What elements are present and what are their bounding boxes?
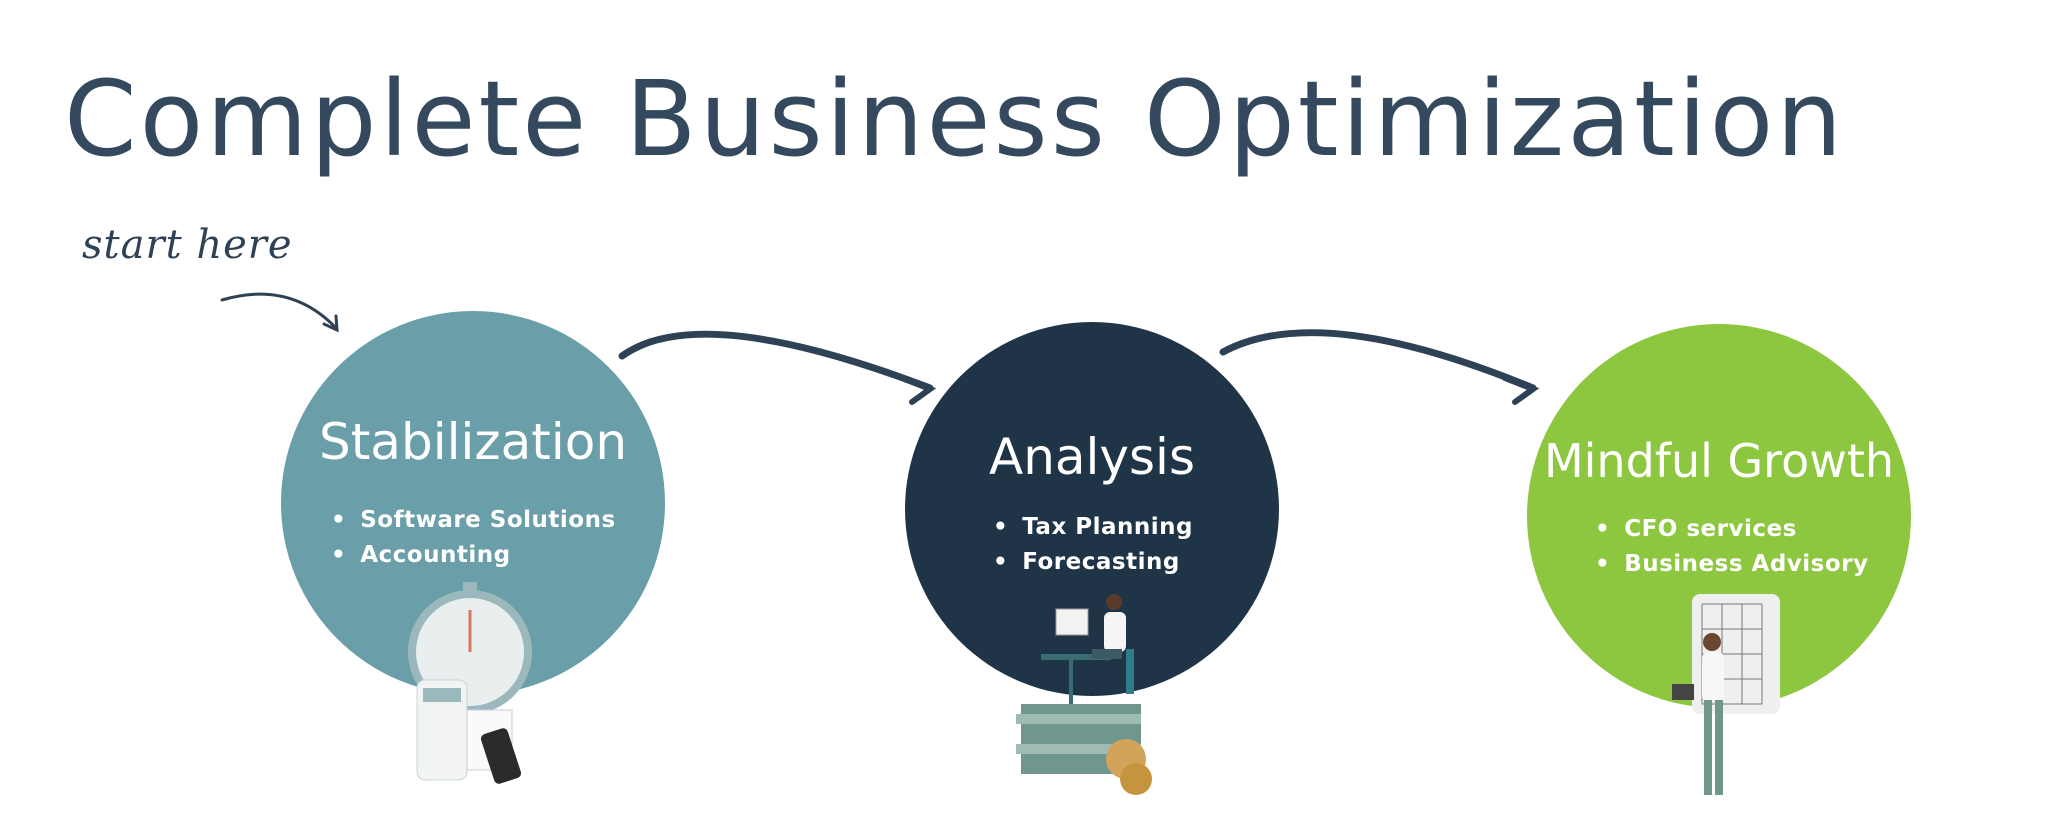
stage-items: CFO services Business Advisory [1595,512,1869,582]
person-at-whiteboard-icon [1672,594,1780,795]
arrow-stabilization-to-analysis-icon [618,330,937,405]
stopwatch-calculator-icon [408,582,532,784]
stage-title: Stabilization [318,413,628,471]
start-here-note: start here [82,222,293,268]
start-arrow-icon [220,292,339,333]
stage-title: Mindful Growth [1543,434,1895,488]
stage-item: Software Solutions [331,503,616,538]
stage-item: Tax Planning [993,510,1193,545]
stage-analysis: Analysis Tax Planning Forecasting [905,322,1279,696]
stage-items: Software Solutions Accounting [331,503,616,573]
stage-item: Accounting [331,538,616,573]
person-at-desk-on-money-icon [1016,594,1152,795]
stage-items: Tax Planning Forecasting [993,510,1193,580]
stage-item: CFO services [1595,512,1869,547]
stage-item: Business Advisory [1595,547,1869,582]
stage-title: Analysis [988,428,1195,486]
stage-item: Forecasting [993,545,1193,580]
page-title: Complete Business Optimization [64,58,1846,180]
arrow-analysis-to-growth-icon [1219,329,1540,405]
